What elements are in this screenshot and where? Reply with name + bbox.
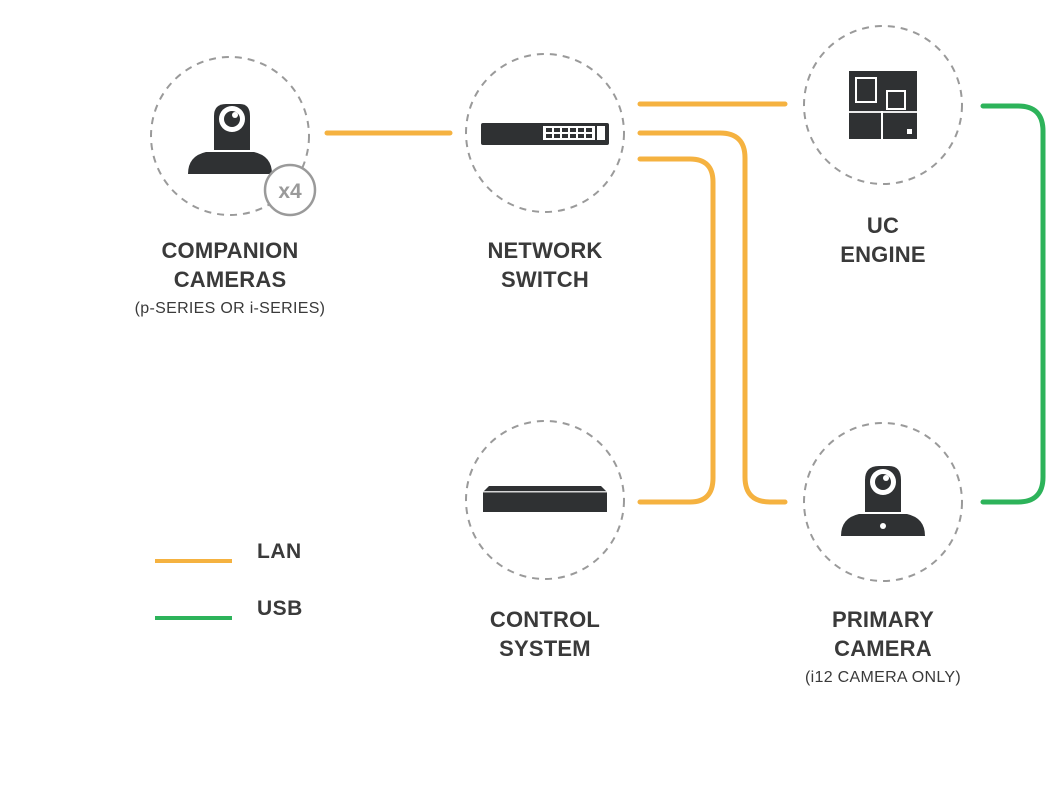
- companion-cameras-circle: [150, 56, 310, 216]
- uc-engine-title-line2: ENGINE: [840, 242, 926, 267]
- lan-line-switch-to-primary-camera: [637, 130, 788, 505]
- companion-cameras-title-line1: COMPANION: [161, 238, 299, 263]
- companion-cameras-subtitle: (p-SERIES OR i-SERIES): [134, 300, 326, 317]
- lan-line-switch-to-control-system: [637, 156, 716, 505]
- node-circles: [150, 25, 963, 582]
- network-switch-circle: [465, 53, 625, 213]
- uc-engine-icon: [849, 71, 917, 139]
- network-switch-label: NETWORK SWITCH: [425, 236, 665, 294]
- companion-cameras-label: COMPANION CAMERAS (p-SERIES OR i-SERIES): [90, 236, 370, 320]
- network-switch-title-line1: NETWORK: [487, 238, 603, 263]
- quantity-badge: x4: [263, 163, 317, 217]
- network-switch-icon: [481, 123, 609, 145]
- control-system-title-line1: CONTROL: [489, 607, 601, 632]
- legend-lan-label: LAN: [257, 540, 302, 563]
- primary-camera-title-line1: PRIMARY: [831, 607, 935, 632]
- uc-engine-title-line1: UC: [866, 213, 900, 238]
- connections: [324, 101, 1046, 505]
- control-system-circle: [465, 420, 625, 580]
- ptz-camera-icon: [841, 466, 925, 536]
- ptz-camera-icon: [188, 104, 272, 174]
- quantity-badge-text: x4: [278, 180, 302, 203]
- network-switch-title-line2: SWITCH: [501, 267, 589, 292]
- primary-camera-title-line2: CAMERA: [834, 636, 932, 661]
- primary-camera-subtitle: (i12 CAMERA ONLY): [805, 669, 961, 686]
- control-system-icon: [483, 486, 607, 512]
- usb-line-uc-engine-to-primary-camera: [980, 103, 1046, 505]
- control-system-label: CONTROL SYSTEM: [425, 605, 665, 663]
- control-system-title-line2: SYSTEM: [499, 636, 591, 661]
- uc-engine-circle: [803, 25, 963, 185]
- companion-cameras-title-line2: CAMERAS: [173, 267, 287, 292]
- uc-engine-label: UC ENGINE: [763, 211, 1003, 269]
- primary-camera-circle: [803, 422, 963, 582]
- primary-camera-label: PRIMARY CAMERA (i12 CAMERA ONLY): [763, 605, 1003, 689]
- legend-usb-label: USB: [257, 597, 303, 620]
